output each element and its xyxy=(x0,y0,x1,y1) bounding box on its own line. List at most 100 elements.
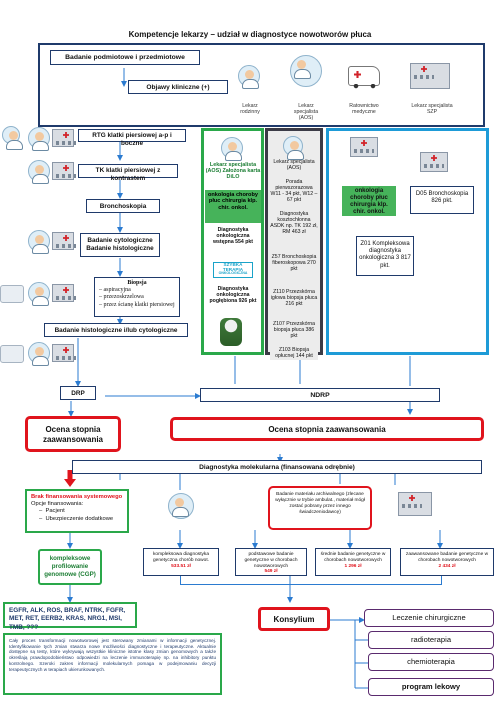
gray-line-4: Z110 Przezskórna igłowa biopsja płuca 21… xyxy=(270,289,318,307)
archive-box: Badanie materiału archiwalnego (zlecane … xyxy=(268,486,372,530)
test-3-label: średnie badanie genetyczne w chorobach n… xyxy=(320,552,386,563)
test-box-2: podstawowe badanie genetyczne w chorobac… xyxy=(235,548,307,576)
hospital-icon-cyto xyxy=(52,232,76,250)
ndrp-box: NDRP xyxy=(200,388,440,402)
stage-left-box: Ocena stopnia zaawansowania xyxy=(25,416,121,452)
hospital-icon xyxy=(410,63,450,89)
green-header: Lekarz specjalista (AOS) Założona karta … xyxy=(205,162,261,181)
gray-line-2: Diagnostyka kosztochłonna ASDK np. TK 19… xyxy=(270,211,318,235)
genes-box: EGFR, ALK, ROS, BRAF, NTRK, FGFR, MET, R… xyxy=(3,602,137,631)
test-2-label: podstawowe badanie genetyczne w chorobac… xyxy=(244,552,298,569)
green-diag-1: Diagnostyka onkologiczna wstępna 554 pkt xyxy=(212,227,254,245)
konsylium-box: Konsylium xyxy=(258,607,330,631)
role-caption-ems: Ratownictwo medyczne xyxy=(349,103,379,115)
logo-line-2: TERAPIA xyxy=(222,266,244,272)
biopsy-item-3-text: przez ścianę klatki piersiowej xyxy=(103,301,175,308)
nofund-item-1-text: Pacjent xyxy=(45,508,65,515)
test-2-price: 549 zł xyxy=(264,569,278,575)
top-frame xyxy=(38,43,485,127)
family-icon-biopsy xyxy=(0,285,24,303)
blue-box-z01: Z01 Kompleksowa diagnostyka onkologiczna… xyxy=(356,236,414,276)
nofund-item-1: – Pacjent xyxy=(39,508,65,515)
nofund-item-2-text: Ubezpieczenie dodatkowe xyxy=(45,515,114,522)
test-4-label: zaawansowane badanie genetyczne w chorob… xyxy=(405,552,489,563)
diagram-title: Kompetencje lekarzy – udział w diagnosty… xyxy=(128,30,372,39)
specialist-icon-rtg xyxy=(28,127,50,151)
test-box-3: średnie badanie genetyczne w chorobach n… xyxy=(315,548,391,576)
note-box: Cały proces transformacji nowotworowej j… xyxy=(3,633,222,695)
hospital-icon-tk xyxy=(52,162,76,180)
specialist-icon-histo xyxy=(28,342,50,366)
family-doctor-icon xyxy=(238,65,260,89)
test-1-price: 533.51 zł xyxy=(171,563,191,569)
specialist-icon-gray xyxy=(283,136,304,160)
test-1-label: kompleksowa diagnostyka genetyczna choró… xyxy=(152,552,209,563)
hospital-icon-histo xyxy=(52,344,76,362)
hospital-icon-rtg xyxy=(52,129,76,147)
nofund-item-2: – Ubezpieczenie dodatkowe xyxy=(39,515,114,522)
specialist-icon-molecular xyxy=(168,493,194,519)
cytology-box: Badanie cytologiczne Badanie histologicz… xyxy=(80,233,160,257)
tk-box: TK klatki piersiowej z kontrastem xyxy=(78,164,178,182)
biopsy-item-3: – przez ścianę klatki piersiowej xyxy=(99,301,175,308)
specialist-icon-cyto xyxy=(28,230,50,254)
treatment-drug-program: program lekowy xyxy=(368,678,494,696)
tests-connector xyxy=(180,584,442,585)
gray-line-3: Z57 Bronchoskopia fiberoskopowa 270 pkt xyxy=(271,254,317,272)
gray-line-5: Z107 Przezskórna biopsja płuca 386 pkt xyxy=(272,321,316,339)
test-3-price: 1 296 zł xyxy=(344,563,362,569)
blue-box-specialties: onkologia choroby płuc chirurgia klp. ch… xyxy=(342,186,396,216)
biopsy-box: Biopsja – aspiracyjna – przezoskrzelowa … xyxy=(94,277,180,317)
tests-connector-left xyxy=(180,576,181,584)
biopsy-item-2: – przezoskrzelowa xyxy=(99,294,144,301)
drp-box: DRP xyxy=(60,386,96,400)
rtg-box: RTG klatki piersiowej a-p i boczne xyxy=(78,129,186,147)
hospital-icon-blue-2 xyxy=(420,152,448,172)
gray-line-6: Z103 Biopsja opłucnej 144 pkt xyxy=(270,347,318,360)
nofund-title: Brak finansowania systemowego xyxy=(31,494,123,500)
hospital-icon-molecular xyxy=(398,492,432,516)
role-caption-family: Lekarz rodzinny xyxy=(240,103,260,115)
hospital-icon-blue-1 xyxy=(350,137,378,157)
specialist-icon-biopsy xyxy=(28,282,50,306)
green-column xyxy=(201,128,264,355)
szybka-terapia-logo: SZYBKA TERAPIA ONKOLOGICZNA xyxy=(213,262,253,278)
blue-column xyxy=(326,128,489,355)
stage-right-box: Ocena stopnia zaawansowania xyxy=(170,417,484,441)
test-4-price: 2 434 zł xyxy=(438,563,456,569)
gray-line-1: Porada pierwszorazowa W11 - 34 pkt, W12 … xyxy=(270,179,318,203)
logo-line-3: ONKOLOGICZNA xyxy=(218,271,248,276)
biopsy-title: Biopsja xyxy=(127,280,147,286)
medical-cartoon-icon xyxy=(220,318,242,346)
treatment-chemotherapy: chemioterapia xyxy=(368,653,494,671)
family-icon-histo xyxy=(0,345,24,363)
cytology-line-1: Badanie cytologiczne xyxy=(87,237,153,244)
histology-box: Badanie histologiczne i/lub cytologiczne xyxy=(44,323,188,337)
blue-box-d05: D05 Bronchoskopia 826 pkt. xyxy=(410,186,474,214)
bronchoscopy-box: Bronchoskopia xyxy=(86,199,160,213)
cgp-box: kompleksowe profilowanie genomowe (CGP) xyxy=(38,549,102,585)
gray-header: Lekarz specjalista (AOS) xyxy=(273,159,315,171)
gray-column xyxy=(265,128,323,355)
molecular-box: Diagnostyka molekularna (finansowana odr… xyxy=(72,460,482,474)
nofund-sub: Opcje finansowania: xyxy=(31,501,84,508)
biopsy-item-1: – aspiracyjna xyxy=(99,287,131,294)
cytology-line-2: Badanie histologiczne xyxy=(86,244,154,252)
hospital-icon-biopsy xyxy=(52,284,76,302)
role-caption-specialist: Lekarz specjalista (AOS) xyxy=(293,103,319,121)
green-box-specialties: onkologia choroby płuc chirurgia klp. ch… xyxy=(205,190,261,223)
tests-connector-right xyxy=(441,576,442,584)
specialist-doctor-icon xyxy=(290,55,322,87)
green-diag-2: Diagnostyka onkologiczna pogłębiona 926 … xyxy=(209,286,257,304)
specialist-icon-tk xyxy=(28,160,50,184)
specialist-icon-green xyxy=(221,137,243,161)
symptoms-box: Objawy kliniczne (+) xyxy=(128,80,228,94)
role-caption-szp: Lekarz specjalista SZP xyxy=(411,103,453,115)
biopsy-item-2-text: przezoskrzelowa xyxy=(103,294,144,301)
logo-line-1: SZYBKA xyxy=(223,262,243,267)
treatment-radiotherapy: radioterapia xyxy=(368,631,494,649)
family-doctor-icon-small xyxy=(2,126,23,150)
biopsy-item-1-text: aspiracyjna xyxy=(103,287,131,294)
exam-box: Badanie podmiotowe i przedmiotowe xyxy=(50,50,200,65)
test-box-4: zaawansowane badanie genetyczne w chorob… xyxy=(400,548,494,576)
